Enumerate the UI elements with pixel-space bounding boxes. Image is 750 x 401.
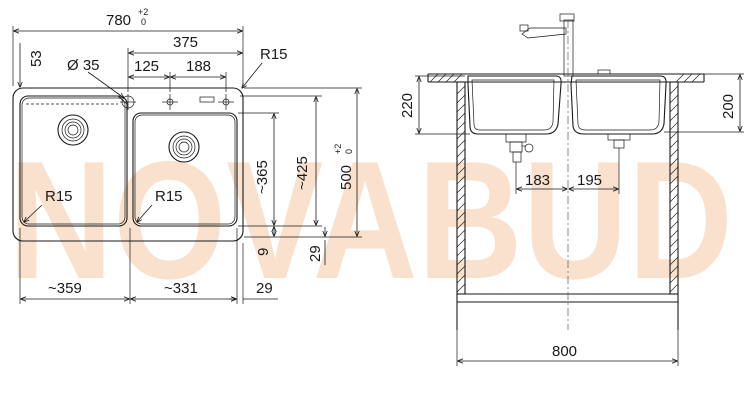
hatch-line bbox=[669, 157, 679, 167]
hatch-line bbox=[669, 256, 679, 266]
faucet bbox=[519, 13, 611, 77]
dim-220: 220 bbox=[399, 93, 416, 118]
hatch-line bbox=[669, 238, 679, 248]
dim-125: 125 bbox=[134, 58, 159, 75]
hatch-line bbox=[456, 193, 466, 203]
hatch-line bbox=[456, 112, 466, 122]
dim-r15-outer: R15 bbox=[260, 46, 288, 63]
side-left-drain bbox=[505, 133, 534, 163]
hatch-line bbox=[669, 103, 679, 113]
hatch-line bbox=[669, 175, 679, 185]
hatch-line bbox=[669, 166, 679, 176]
right-strainer bbox=[168, 131, 200, 163]
hatch-line bbox=[669, 247, 679, 257]
right-bowl bbox=[132, 112, 238, 227]
dim-500: 500 bbox=[338, 165, 355, 190]
tap-hole-2 bbox=[162, 94, 178, 110]
hatch-line bbox=[669, 202, 679, 212]
right-bowl-inner bbox=[134, 114, 236, 225]
hatch-line bbox=[456, 139, 466, 149]
hatch-line bbox=[669, 283, 679, 293]
hatch-line bbox=[669, 148, 679, 158]
tol-upper-width: +2 bbox=[138, 7, 148, 17]
hatch-line bbox=[669, 265, 679, 275]
cabinet-wall-hatch bbox=[456, 85, 679, 293]
dim-331: ~331 bbox=[164, 280, 198, 297]
dim-tap-hole: Ø 35 bbox=[67, 57, 100, 74]
hatch-line bbox=[456, 202, 466, 212]
left-strainer bbox=[57, 114, 89, 146]
hatch-line bbox=[456, 184, 466, 194]
dim-200: 200 bbox=[720, 94, 737, 119]
hatch-line bbox=[456, 94, 466, 104]
tol-lower-depth: 0 bbox=[344, 149, 354, 154]
left-bowl bbox=[19, 95, 128, 227]
dim-29-vertical: 29 bbox=[307, 245, 324, 262]
tol-upper-depth: +2 bbox=[333, 144, 343, 154]
hatch-line bbox=[669, 211, 679, 221]
overflow-cap bbox=[199, 96, 215, 103]
hatch-line bbox=[456, 229, 466, 239]
hatch-line bbox=[456, 247, 466, 257]
hatch-line bbox=[456, 274, 466, 284]
dim-359: ~359 bbox=[48, 280, 82, 297]
hatch-line bbox=[669, 139, 679, 149]
dim-29-horizontal: 29 bbox=[256, 280, 273, 297]
dim-375: 375 bbox=[173, 34, 198, 51]
dim-425: ~425 bbox=[294, 156, 311, 190]
dim-195: 195 bbox=[577, 172, 602, 189]
side-view: 220 200 183 195 800 bbox=[399, 13, 744, 366]
side-left-bowl bbox=[467, 75, 562, 135]
hatch-line bbox=[456, 256, 466, 266]
hatch-line bbox=[456, 238, 466, 248]
hatch-line bbox=[669, 85, 679, 95]
hatch-line bbox=[456, 103, 466, 113]
hatch-line bbox=[456, 175, 466, 185]
dim-9: 9 bbox=[255, 248, 272, 256]
hatch-line bbox=[456, 283, 466, 293]
hatch-line bbox=[669, 193, 679, 203]
hatch-line bbox=[669, 229, 679, 239]
hatch-line bbox=[456, 148, 466, 158]
dim-overall-width: 780 bbox=[106, 12, 131, 29]
hatch-line bbox=[456, 166, 466, 176]
left-bowl-inner bbox=[21, 97, 126, 225]
dim-365: ~365 bbox=[254, 160, 271, 194]
side-right-bowl bbox=[570, 75, 667, 135]
hatch-line bbox=[456, 220, 466, 230]
hatch-line bbox=[456, 130, 466, 140]
dim-r15-right-bowl: R15 bbox=[155, 188, 183, 205]
hatch-line bbox=[669, 94, 679, 104]
hatch-line bbox=[669, 274, 679, 284]
dim-183: 183 bbox=[525, 172, 550, 189]
tap-hole-3 bbox=[218, 94, 234, 110]
hatch-line bbox=[669, 121, 679, 131]
top-view: 780 +2 0 375 53 Ø 35 125 188 R15 R15 R15 bbox=[12, 7, 362, 304]
countertop-hatch bbox=[429, 73, 701, 83]
dim-r15-left-bowl: R15 bbox=[45, 188, 73, 205]
tol-lower-width: 0 bbox=[141, 17, 146, 27]
hatch-line bbox=[456, 157, 466, 167]
hatch-line bbox=[669, 112, 679, 122]
dim-188: 188 bbox=[186, 58, 211, 75]
hatch-line bbox=[669, 220, 679, 230]
dim-800: 800 bbox=[552, 343, 577, 360]
tap-hole-1 bbox=[120, 94, 136, 110]
hatch-line bbox=[456, 211, 466, 221]
hatch-line bbox=[456, 121, 466, 131]
dim-53: 53 bbox=[28, 50, 45, 67]
hatch-line bbox=[456, 265, 466, 275]
watermark-text: NOVABUD bbox=[8, 126, 733, 314]
hatch-line bbox=[456, 85, 466, 95]
hatch-line bbox=[669, 184, 679, 194]
